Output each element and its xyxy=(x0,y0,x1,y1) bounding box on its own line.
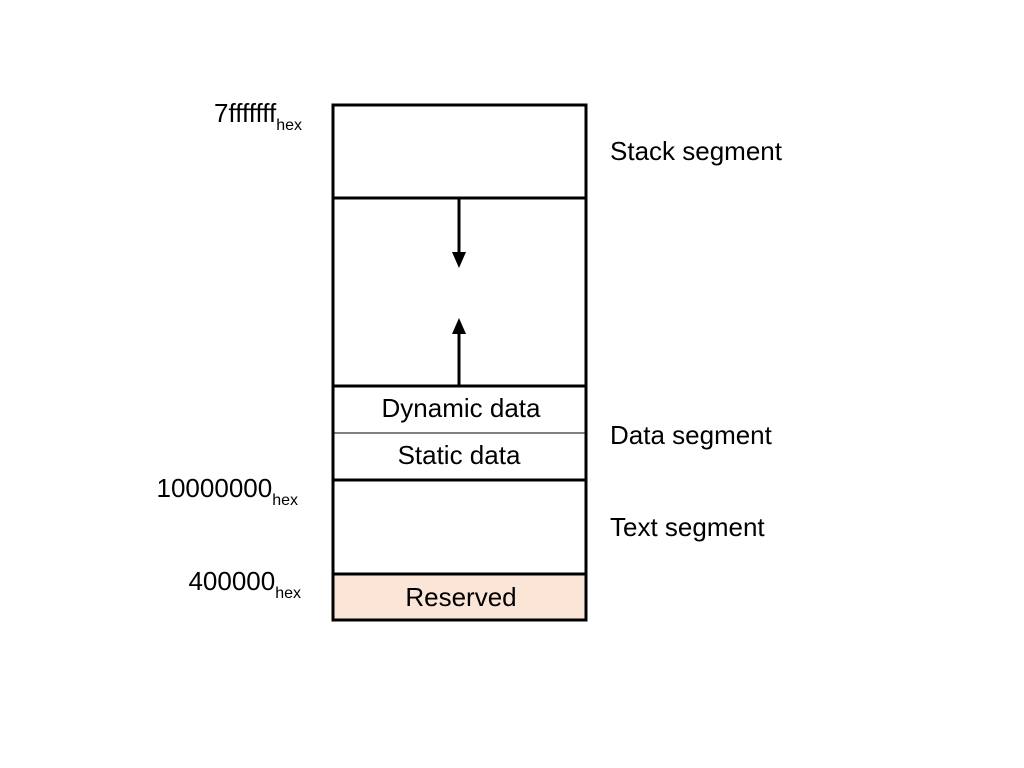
stack-growth-arrow xyxy=(452,198,466,268)
memory-outline xyxy=(331,103,588,622)
data-segment-label: Data segment xyxy=(610,420,772,450)
address-text-start-value: 400000 xyxy=(188,566,276,596)
stack-segment-label: Stack segment xyxy=(610,136,782,166)
text-segment-label: Text segment xyxy=(610,512,765,542)
heap-growth-arrow xyxy=(452,318,466,386)
static-data-label: Static data xyxy=(397,440,521,470)
address-top-sub: hex xyxy=(276,117,302,134)
reserved-fill xyxy=(333,574,586,620)
address-data-start-value: 10000000 xyxy=(156,473,273,503)
address-data-start-sub: hex xyxy=(272,492,298,509)
address-top-value: 7fffffff xyxy=(213,98,277,128)
address-text-start: 400000hex xyxy=(188,566,301,602)
reserved-label: Reserved xyxy=(405,582,517,612)
address-text-start-sub: hex xyxy=(275,585,301,602)
dynamic-data-label: Dynamic data xyxy=(381,393,541,423)
address-data-start: 10000000hex xyxy=(156,473,298,509)
address-top: 7fffffffhex xyxy=(213,98,302,134)
